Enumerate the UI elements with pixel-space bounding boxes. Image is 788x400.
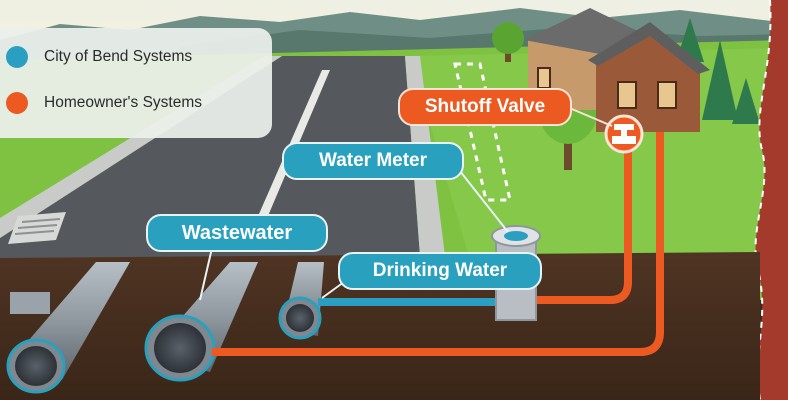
legend-label-city: City of Bend Systems bbox=[44, 48, 193, 65]
tree-small bbox=[492, 22, 524, 62]
property-line bbox=[754, 0, 772, 400]
legend-label-homeowner: Homeowner's Systems bbox=[44, 94, 203, 111]
water-meter-label: Water Meter bbox=[282, 142, 464, 180]
shutoff-valve-icon bbox=[604, 114, 644, 154]
sidewalk-edge bbox=[453, 62, 512, 202]
shutoff-valve-label: Shutoff Valve bbox=[398, 88, 572, 126]
wastewater-label: Wastewater bbox=[146, 214, 328, 252]
drinking-water-label: Drinking Water bbox=[338, 252, 542, 290]
homeowner-water-line bbox=[530, 132, 632, 304]
wastewater-main-pipe bbox=[144, 262, 258, 382]
house bbox=[524, 8, 710, 132]
property-boundary bbox=[755, 0, 788, 400]
legend-item-homeowner: Homeowner's Systems bbox=[6, 92, 202, 114]
legend-item-city: City of Bend Systems bbox=[6, 46, 192, 68]
homeowner-sewer-line bbox=[212, 132, 664, 356]
homeowner-systems-swatch bbox=[6, 92, 28, 114]
street bbox=[0, 56, 420, 262]
city-systems-swatch bbox=[6, 46, 28, 68]
storm-pipe bbox=[6, 262, 130, 394]
storm-drain-grate bbox=[8, 212, 66, 244]
drinking-water-leader bbox=[321, 281, 345, 299]
wastewater-leader bbox=[199, 247, 213, 301]
water-meter-leader bbox=[455, 165, 509, 233]
drinking-water-main-pipe bbox=[278, 262, 324, 340]
legend: City of Bend Systems Homeowner's Systems bbox=[0, 28, 272, 138]
